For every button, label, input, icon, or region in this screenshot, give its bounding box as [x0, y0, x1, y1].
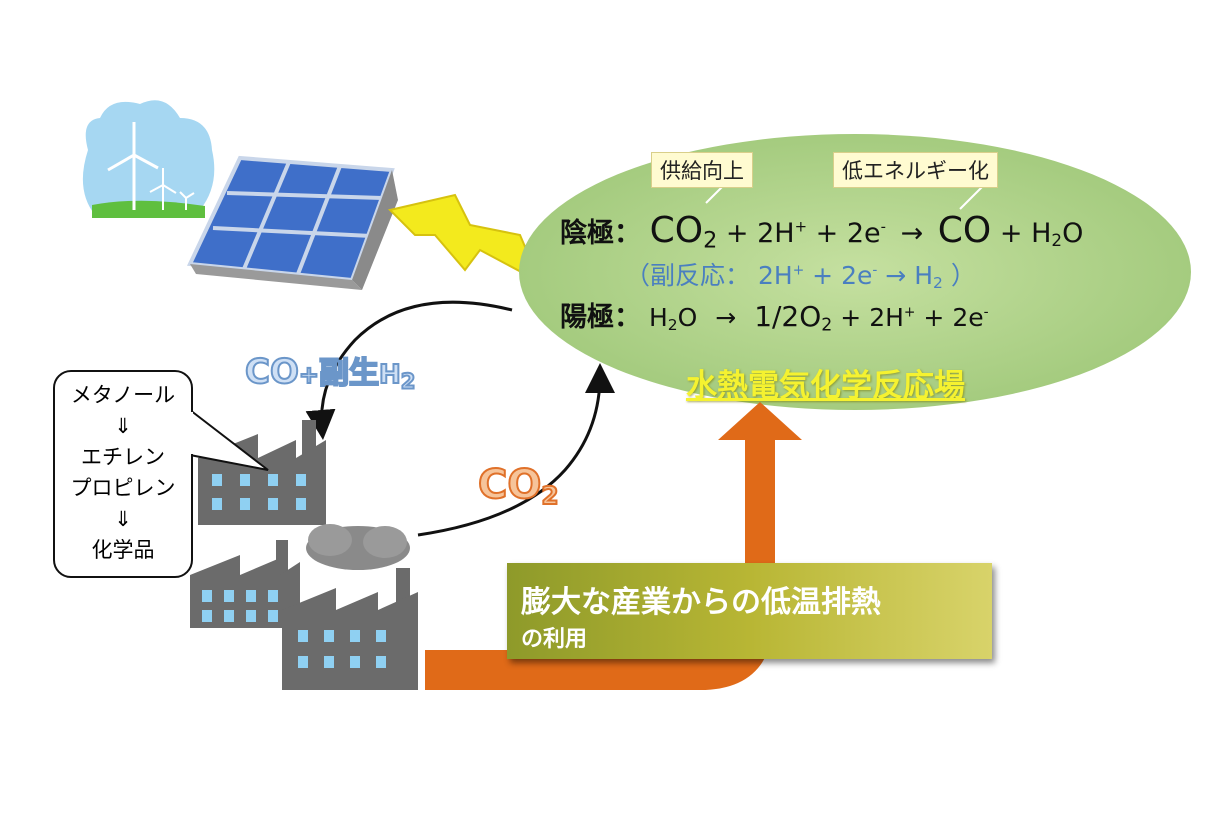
- factory-window: [212, 474, 222, 486]
- reaction-field-title: 水熱電気化学反応場: [686, 368, 965, 404]
- product-item: エチレン: [81, 445, 165, 469]
- co-h2-cycle-arrow: [305, 300, 513, 440]
- factory-window: [224, 590, 234, 602]
- factory-window: [268, 590, 278, 602]
- side-reaction-open: （副反応：: [625, 261, 751, 290]
- factory-window: [324, 656, 334, 668]
- side-h: 2H+: [757, 261, 805, 290]
- wind-turbine-illustration: [82, 100, 215, 218]
- factory-window: [240, 474, 250, 486]
- factory-window: [240, 498, 250, 510]
- anode-prefix: 陽極：: [560, 302, 641, 333]
- factory-window: [298, 656, 308, 668]
- factory-window: [296, 498, 306, 510]
- factory-window: [202, 610, 212, 622]
- cathode-equation: 陰極： CO2 + 2H+ + 2e- → CO + H2O: [560, 210, 1083, 254]
- plus-sign: +: [725, 218, 749, 249]
- product-arrow: ⇓: [114, 414, 132, 438]
- side-reaction: （副反応： 2H+ + 2e- → H2 ）: [625, 256, 976, 292]
- supply-label: 供給向上: [651, 152, 753, 188]
- plus-sign: +: [840, 303, 862, 332]
- factory-illustration-middle: [190, 540, 300, 628]
- low-energy-label: 低エネルギー化: [833, 152, 998, 188]
- co2-cycle-arrow: [417, 363, 615, 537]
- factory-window: [350, 656, 360, 668]
- side-reaction-close: ）: [950, 261, 976, 290]
- bubble-tail-joint: [188, 412, 193, 454]
- factory-window: [246, 590, 256, 602]
- product-arrow: ⇓: [114, 507, 132, 531]
- reaction-arrow: →: [715, 303, 737, 332]
- cathode-co2: CO2: [649, 210, 718, 254]
- low-energy-callout-line: [959, 183, 986, 210]
- product-item: プロピレン: [70, 476, 176, 500]
- factory-window: [296, 474, 306, 486]
- anode-e: 2e-: [952, 303, 989, 332]
- reaction-field-ellipse: [519, 134, 1191, 410]
- factory-window: [376, 630, 386, 642]
- plus-sign: +: [999, 218, 1023, 249]
- product-speech-bubble: メタノール ⇓ エチレン プロピレン ⇓ 化学品: [53, 370, 193, 578]
- cathode-prefix: 陰極：: [560, 218, 641, 249]
- factory-window: [298, 630, 308, 642]
- side-h2: H2: [914, 261, 943, 292]
- lightning-bolt-icon: [388, 193, 543, 285]
- factory-window: [324, 630, 334, 642]
- factory-windows-group: [202, 474, 386, 668]
- factory-window: [246, 610, 256, 622]
- product-item: 化学品: [91, 538, 155, 562]
- cathode-co: CO: [937, 210, 992, 251]
- factory-window: [268, 498, 278, 510]
- anode-equation: 陽極： H2O → 1/2O2 + 2H+ + 2e-: [560, 295, 989, 335]
- plus-sign: +: [923, 303, 945, 332]
- factory-window: [268, 610, 278, 622]
- cathode-h: 2H+: [757, 217, 808, 249]
- plus-sign: +: [815, 218, 839, 249]
- co-h2-label: CO+副生H2: [244, 351, 416, 394]
- factory-window: [350, 630, 360, 642]
- factory-window: [224, 610, 234, 622]
- reaction-arrow: →: [885, 261, 907, 290]
- reaction-arrow: →: [900, 218, 924, 249]
- anode-h2o: H2O: [648, 303, 698, 334]
- waste-heat-line2: の利用: [521, 627, 588, 652]
- anode-h: 2H+: [869, 303, 916, 332]
- co2-label: CO2: [477, 461, 560, 511]
- side-e: 2e-: [841, 261, 878, 290]
- product-item: メタノール: [70, 383, 176, 407]
- waste-heat-arrow: [425, 402, 802, 690]
- plus-sign: +: [812, 261, 834, 290]
- waste-heat-line1: 膨大な産業からの低温排熱: [521, 585, 881, 620]
- factory-window: [376, 656, 386, 668]
- anode-o2: 1/2O2: [754, 300, 833, 336]
- cathode-e: 2e-: [846, 217, 886, 249]
- waste-heat-box: 膨大な産業からの低温排熱 の利用: [507, 563, 992, 659]
- solar-panel-illustration: [186, 155, 398, 290]
- cathode-h2o: H2O: [1031, 218, 1084, 251]
- factory-window: [202, 590, 212, 602]
- factory-window: [268, 474, 278, 486]
- factory-window: [212, 498, 222, 510]
